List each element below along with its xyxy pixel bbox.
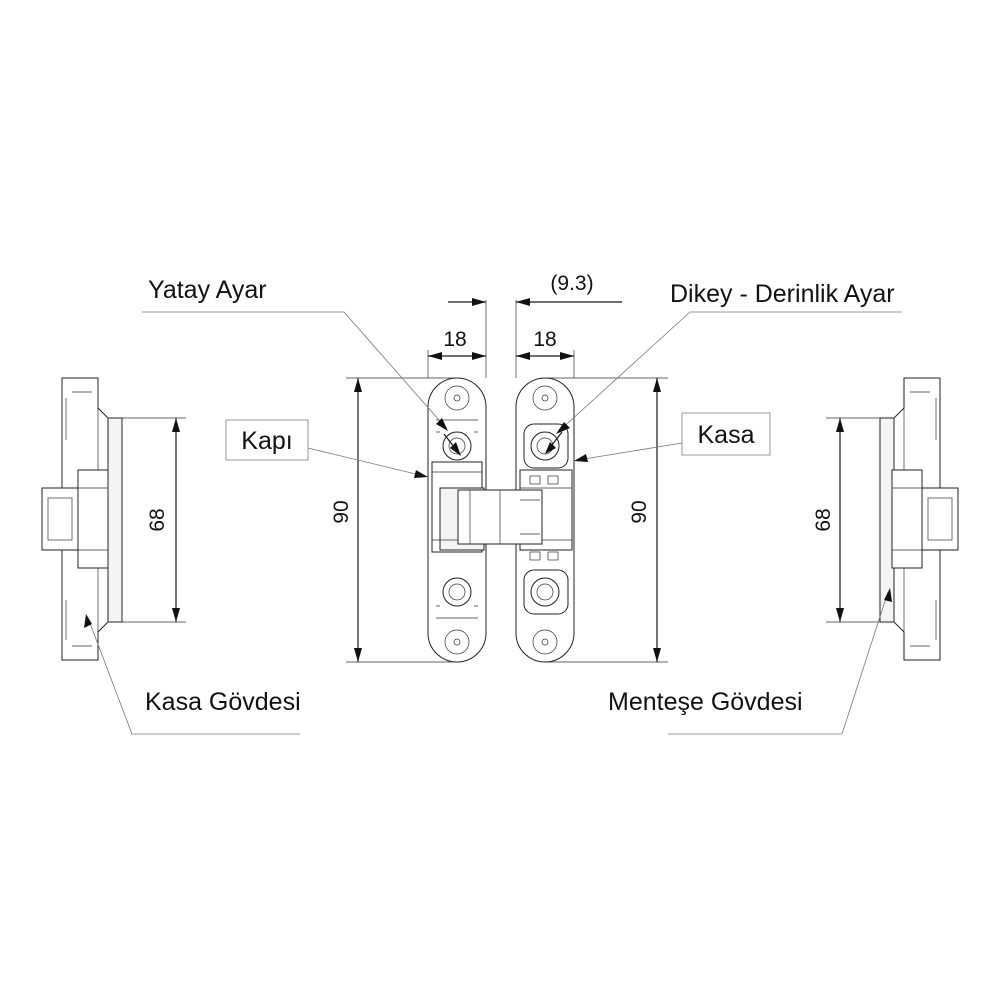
hinge-body-side-view: [879, 377, 959, 661]
label-dikey-derinlik-ayar: Dikey - Derinlik Ayar: [670, 280, 895, 308]
label-kasa: Kasa: [698, 421, 755, 449]
leader-kasa: [577, 442, 683, 461]
leader-mentese-govdesi: [668, 591, 889, 735]
dimension-18-left: [427, 300, 487, 378]
dim-label-9-3: (9.3): [550, 272, 593, 295]
leader-yatay-ayar: [142, 311, 447, 429]
dim-label-68-right: 68: [812, 508, 835, 531]
dimension-90-left: [346, 377, 457, 663]
dim-label-68-left: 68: [146, 508, 169, 531]
dim-label-18-left: 18: [443, 328, 466, 351]
leader-kapi: [307, 447, 425, 477]
label-yatay-ayar: Yatay Ayar: [148, 276, 267, 304]
dim-label-18-right: 18: [533, 328, 556, 351]
hinge-center-arm: [457, 489, 543, 545]
kapi-label-box: [225, 419, 309, 461]
dim-label-90-left: 90: [330, 500, 353, 523]
dimension-18-right: [515, 300, 575, 378]
dimension-68-left: [122, 417, 186, 623]
label-kasa-govdesi: Kasa Gövdesi: [145, 688, 301, 716]
label-kapi: Kapı: [241, 427, 292, 455]
kasa-label-box: [681, 412, 771, 456]
leader-dikey-derinlik-ayar: [557, 311, 902, 433]
dim-label-90-right: 90: [628, 500, 651, 523]
dimension-68-right: [826, 417, 880, 623]
label-mentese-govdesi: Menteşe Gövdesi: [608, 688, 803, 716]
dimension-9-3: [448, 298, 622, 306]
frame-body-side-view: [41, 377, 123, 661]
leader-kasa-govdesi: [87, 617, 300, 735]
dimension-90-right: [545, 377, 668, 663]
